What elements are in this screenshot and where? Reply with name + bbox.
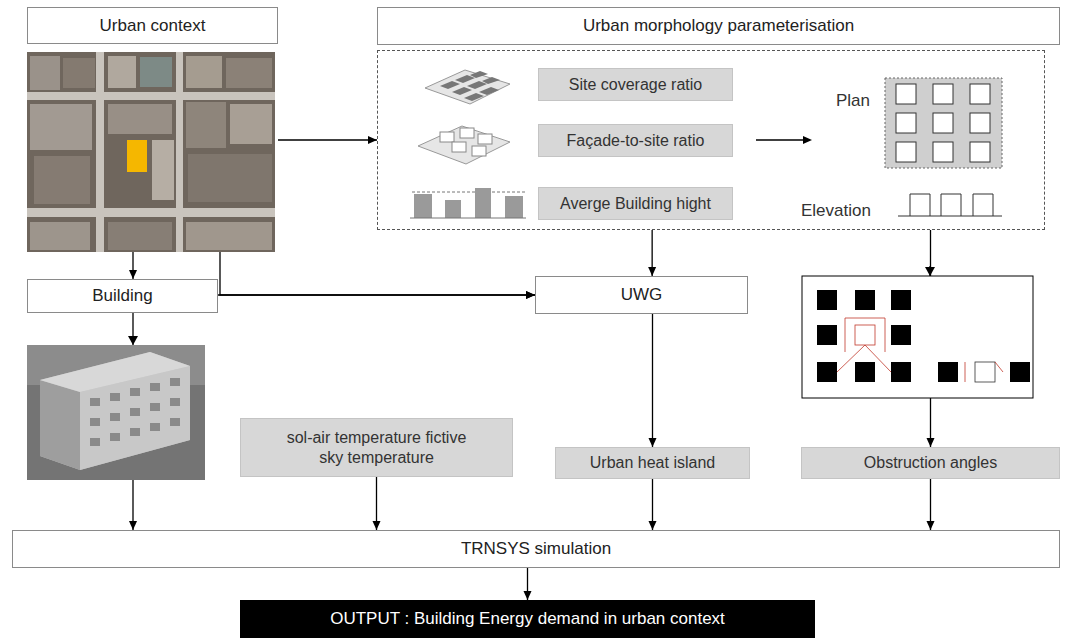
connector-arrow xyxy=(930,479,931,530)
node-text: Façade-to-site ratio xyxy=(567,131,705,151)
aerial-photo xyxy=(27,52,275,252)
connector-arrow xyxy=(527,568,528,600)
node-text: TRNSYS simulation xyxy=(461,539,611,559)
parameter-box: Averge Building hight xyxy=(538,187,733,220)
node-text: Urban context xyxy=(27,7,278,44)
simulation-box: TRNSYS simulation xyxy=(12,530,1060,568)
connector-arrow xyxy=(652,314,653,447)
connector-arrow xyxy=(278,139,377,140)
node-text: Elevation xyxy=(801,201,871,221)
input-box: sol-air temperature fictive sky temperat… xyxy=(240,418,513,477)
node-text: sol-air temperature fictive sky temperat… xyxy=(282,428,472,468)
output-box: OUTPUT : Building Energy demand in urban… xyxy=(240,600,815,638)
process-box: Building xyxy=(27,279,218,313)
parameter-group: PlanElevation Site coverage ratioFaçade-t… xyxy=(377,50,1045,230)
input-box: Obstruction angles xyxy=(801,447,1060,479)
connector-arrow xyxy=(376,477,377,530)
node-text: Obstruction angles xyxy=(864,453,997,473)
node-text: Urban heat island xyxy=(590,453,715,473)
plan-figure xyxy=(885,78,1002,168)
node-text: OUTPUT : Building Energy demand in urban… xyxy=(330,609,725,629)
coverage-icon xyxy=(425,70,510,104)
connector-arrow xyxy=(220,252,535,295)
process-box: UWG xyxy=(535,276,748,314)
node-text: Averge Building hight xyxy=(560,194,711,214)
context-panel: Urban context xyxy=(27,7,278,252)
building-render xyxy=(27,336,205,480)
parameter-box: Façade-to-site ratio xyxy=(538,124,733,157)
node-text: Building xyxy=(92,286,153,306)
plan-arrow xyxy=(756,136,812,144)
node-text: Urban morphology parameterisation xyxy=(583,16,854,36)
node-text: UWG xyxy=(621,285,663,305)
header-box: Urban morphology parameterisation xyxy=(377,7,1060,45)
connector-arrow xyxy=(652,479,653,530)
connector-arrow xyxy=(652,230,653,276)
elevation-figure xyxy=(898,194,1002,216)
facade-icon xyxy=(418,126,510,164)
obstruction-figure xyxy=(802,266,1033,398)
connector-arrow xyxy=(132,252,133,279)
parameter-box: Site coverage ratio xyxy=(538,68,733,101)
height-icon xyxy=(410,188,526,218)
node-text: Plan xyxy=(836,91,870,111)
input-box: Urban heat island xyxy=(555,447,750,479)
node-text: Site coverage ratio xyxy=(569,75,702,95)
